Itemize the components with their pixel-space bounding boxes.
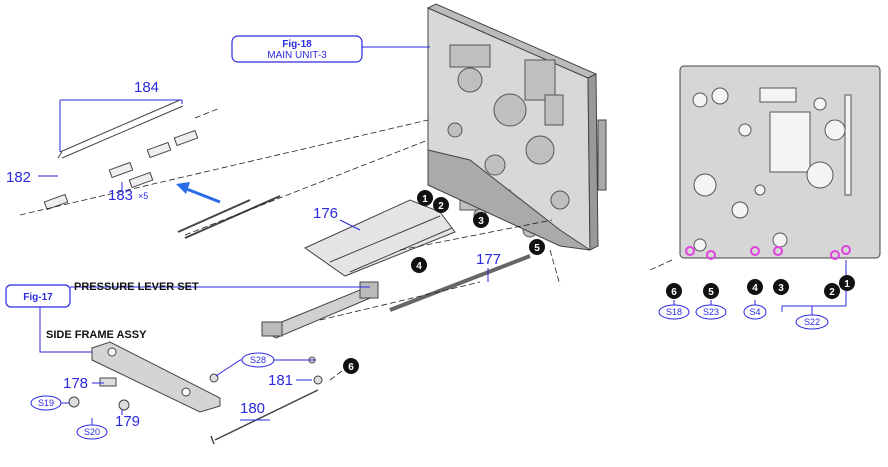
- part-180-label: 180: [240, 400, 265, 417]
- fig17-ref-box[interactable]: Fig-17: [5, 284, 71, 308]
- pressure-lever-set-label: PRESSURE LEVER SET: [74, 281, 199, 293]
- screw-s18[interactable]: S18: [658, 304, 690, 320]
- fig18-ref-box[interactable]: Fig-18 MAIN UNIT-3: [231, 35, 363, 63]
- shaft-180: [210, 389, 319, 445]
- part-177-label: 177: [476, 251, 501, 268]
- shaft-assembly-184: [43, 99, 281, 239]
- part-182-label: 182: [6, 169, 31, 186]
- screw-s19[interactable]: S19: [30, 395, 62, 411]
- pressure-lever-set: [260, 281, 379, 339]
- side-frame-assy-label: SIDE FRAME ASSY: [46, 329, 147, 341]
- callout-1-right: 1: [839, 275, 855, 291]
- svg-text:2: 2: [829, 287, 835, 298]
- part-178-label: 178: [63, 375, 88, 392]
- screw-s18-label: S18: [666, 307, 682, 317]
- svg-text:1: 1: [844, 279, 850, 290]
- part-184-label: 184: [134, 79, 159, 96]
- screw-s4[interactable]: S4: [743, 304, 767, 320]
- fig17-title: Fig-17: [23, 292, 53, 303]
- screw-s20[interactable]: S20: [76, 424, 108, 440]
- screw-s23[interactable]: S23: [695, 304, 727, 320]
- small-parts: [68, 356, 323, 411]
- assembly-lines: [19, 107, 673, 381]
- svg-text:3: 3: [778, 283, 784, 294]
- callout-5: 5: [529, 239, 545, 255]
- svg-text:3: 3: [478, 216, 484, 227]
- main-frame-plate: [426, 3, 607, 251]
- callout-3: 3: [473, 212, 489, 228]
- screw-s23-label: S23: [703, 307, 719, 317]
- callout-2: 2: [433, 197, 449, 213]
- shaft-177: [389, 254, 531, 312]
- part-183-qty: ×5: [138, 191, 148, 201]
- screw-s22[interactable]: S22: [795, 314, 829, 330]
- fig18-title: Fig-18: [282, 39, 312, 50]
- svg-text:1: 1: [422, 194, 428, 205]
- screw-s22-label: S22: [804, 317, 820, 327]
- svg-text:6: 6: [671, 287, 677, 298]
- screw-s28[interactable]: S28: [241, 352, 275, 368]
- part-179-label: 179: [115, 413, 140, 430]
- leader-lines: [38, 46, 847, 432]
- screw-s4-label: S4: [749, 307, 760, 317]
- callout-3-right: 3: [773, 279, 789, 295]
- part-183-label: 183: [108, 187, 133, 204]
- fig18-subtitle: MAIN UNIT-3: [267, 50, 327, 61]
- part-181-label: 181: [268, 372, 293, 389]
- svg-text:4: 4: [752, 283, 758, 294]
- svg-text:4: 4: [416, 261, 422, 272]
- screw-s28-label: S28: [250, 355, 266, 365]
- svg-text:6: 6: [348, 362, 354, 373]
- callout-6-right: 6: [666, 283, 682, 299]
- side-frame-assy: [91, 341, 221, 413]
- callout-4: 4: [411, 257, 427, 273]
- direction-arrow: [176, 182, 221, 204]
- svg-text:5: 5: [534, 243, 540, 254]
- svg-text:5: 5: [708, 287, 714, 298]
- callout-4-right: 4: [747, 279, 763, 295]
- callout-5-right: 5: [703, 283, 719, 299]
- callout-6: 6: [343, 358, 359, 374]
- screw-s20-label: S20: [84, 427, 100, 437]
- svg-text:2: 2: [438, 201, 444, 212]
- screw-s19-label: S19: [38, 398, 54, 408]
- frame-view-right: [679, 65, 881, 260]
- callout-2-right: 2: [824, 283, 840, 299]
- callout-1: 1: [417, 190, 433, 206]
- part-176-label: 176: [313, 205, 338, 222]
